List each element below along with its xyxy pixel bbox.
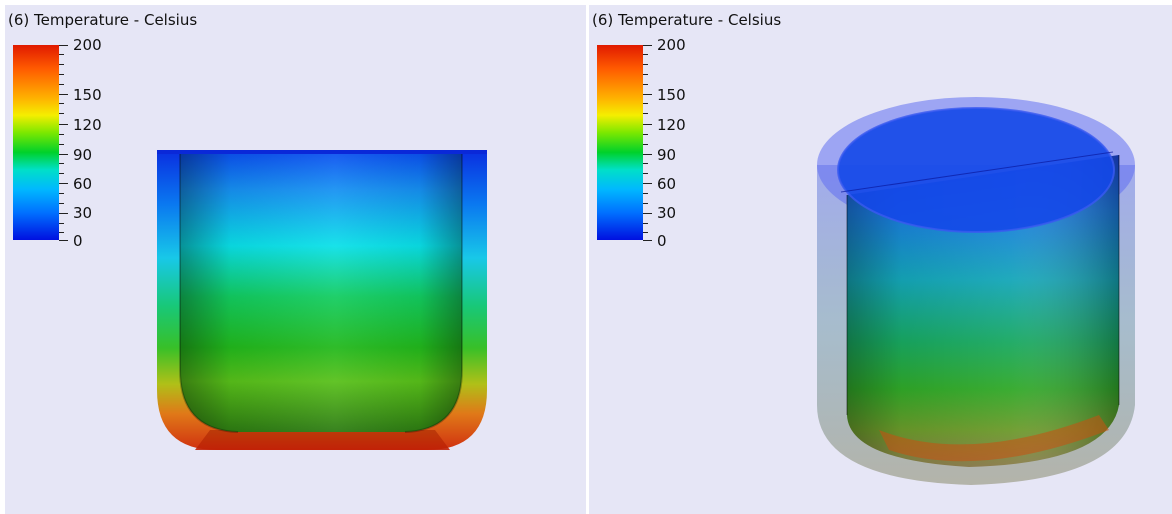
tick-label-150: 150	[73, 86, 102, 104]
tick-label-200: 200	[73, 36, 102, 54]
colorbar	[13, 45, 59, 240]
tick-label-150: 150	[657, 86, 686, 104]
tick-label-60: 60	[73, 175, 93, 193]
tick-label-200: 200	[657, 36, 686, 54]
colorbar-ticks	[59, 45, 69, 241]
tick-label-30: 30	[657, 204, 677, 222]
tick-label-90: 90	[657, 146, 677, 164]
tick-label-30: 30	[73, 204, 93, 222]
tick-label-0: 0	[657, 232, 667, 250]
viewport-right[interactable]: (6) Temperature - Celsius	[589, 5, 1172, 514]
tick-label-60: 60	[657, 175, 677, 193]
legend-title: (6) Temperature - Celsius	[592, 11, 782, 29]
colorbar-ticks	[643, 45, 653, 241]
temperature-model-cross-section[interactable]	[150, 140, 495, 455]
temperature-model-3d[interactable]	[809, 85, 1149, 500]
tick-label-120: 120	[657, 116, 686, 134]
tick-label-90: 90	[73, 146, 93, 164]
legend-title: (6) Temperature - Celsius	[8, 11, 198, 29]
tick-label-120: 120	[73, 116, 102, 134]
tick-label-0: 0	[73, 232, 83, 250]
viewport-left[interactable]: (6) Temperature - Celsius	[5, 5, 586, 514]
colorbar	[597, 45, 643, 240]
